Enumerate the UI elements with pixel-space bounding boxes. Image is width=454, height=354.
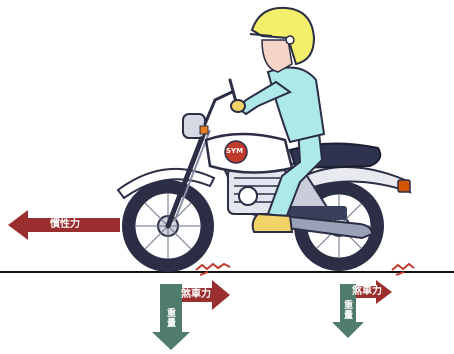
- rider-helmet: [250, 6, 316, 66]
- rear-skid-marks: [391, 262, 415, 276]
- handlebar: [203, 78, 238, 126]
- rear-weight-arrow: [332, 284, 364, 338]
- fuel-tank: [204, 132, 294, 174]
- rear-weight-arrow-label: 重量: [342, 300, 352, 320]
- front-brake-arrow-label: 煞車力: [181, 289, 211, 300]
- rider-face: [261, 39, 293, 73]
- rider-glove: [230, 99, 246, 113]
- inertia-arrow-label: 慣性力: [50, 219, 80, 230]
- front-fender: [116, 167, 216, 200]
- rider: [230, 6, 326, 233]
- brand-badge-text: SYM: [226, 147, 244, 155]
- headlight: [182, 113, 209, 139]
- inertia-arrow: [8, 210, 120, 240]
- brand-badge: [224, 140, 248, 164]
- front-weight-arrow-label: 重量: [165, 308, 175, 328]
- rear-brake-arrow: [346, 280, 392, 304]
- rider-arm: [236, 80, 293, 116]
- front-skid-marks: [195, 262, 231, 276]
- rider-boot: [251, 212, 294, 233]
- rider-torso: [266, 66, 326, 144]
- tail-light: [397, 179, 411, 193]
- front-weight-arrow: [152, 284, 190, 350]
- front-brake-arrow: [168, 280, 230, 310]
- front-fork: [165, 127, 208, 229]
- rear-brake-arrow-label: 煞車力: [352, 286, 382, 297]
